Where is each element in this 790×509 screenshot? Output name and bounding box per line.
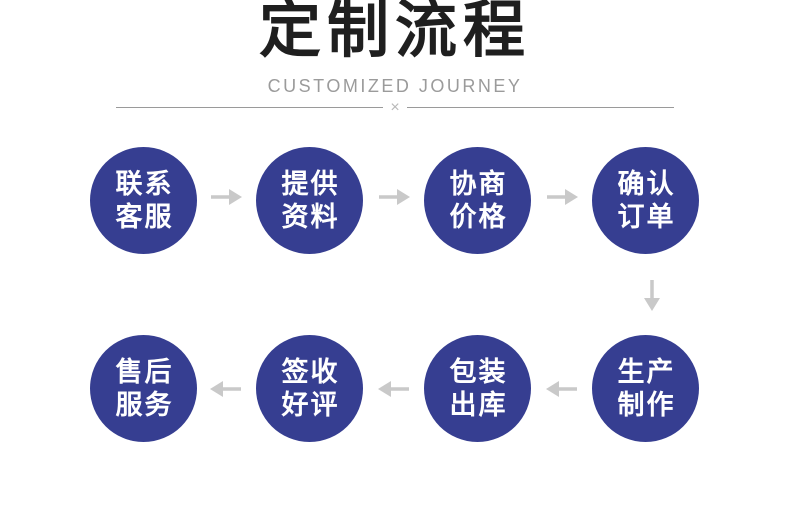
step-circle-packaging-shipment: 包装 出库	[424, 335, 531, 442]
step-circle-production: 生产 制作	[592, 335, 699, 442]
step-circle-confirm-order: 确认 订单	[592, 147, 699, 254]
step-label: 联系 客服	[114, 168, 174, 234]
title-divider: ×	[116, 99, 674, 116]
step-label-line2: 资料	[281, 201, 340, 232]
arrow-left-icon	[210, 381, 241, 397]
step-label-line2: 好评	[281, 389, 340, 420]
step-label: 生产 制作	[616, 356, 676, 422]
arrow-left-icon	[378, 381, 409, 397]
step-label-line2: 服务	[115, 389, 174, 420]
step-circle-provide-materials: 提供 资料	[256, 147, 363, 254]
step-label: 确认 订单	[616, 168, 676, 234]
step-label: 包装 出库	[448, 356, 508, 422]
step-label-line1: 签收	[281, 356, 340, 387]
step-label-line2: 客服	[115, 201, 174, 232]
step-label-line2: 制作	[617, 389, 676, 420]
step-label-line2: 价格	[449, 201, 508, 232]
step-label: 签收 好评	[280, 356, 340, 422]
step-label-line2: 订单	[617, 201, 676, 232]
step-label: 售后 服务	[114, 356, 174, 422]
divider-x-icon: ×	[390, 98, 400, 116]
step-label-line1: 联系	[115, 168, 174, 199]
arrow-left-icon	[546, 381, 577, 397]
step-label-line1: 协商	[449, 168, 508, 199]
step-label: 提供 资料	[280, 168, 340, 234]
page-subtitle: CUSTOMIZED JOURNEY	[267, 76, 523, 96]
step-label-line1: 售后	[115, 356, 174, 387]
step-label-line2: 出库	[449, 389, 508, 420]
step-label-line1: 包装	[449, 356, 508, 387]
divider-line-left	[116, 107, 384, 108]
step-circle-after-sales-service: 售后 服务	[90, 335, 197, 442]
step-label-line1: 确认	[617, 168, 676, 199]
step-label-line1: 生产	[617, 356, 676, 387]
page-title: 定制流程	[258, 0, 531, 65]
arrow-right-icon	[379, 189, 410, 205]
step-circle-contact-support: 联系 客服	[90, 147, 197, 254]
step-label-line1: 提供	[281, 168, 340, 199]
divider-line-right	[406, 107, 674, 108]
arrow-right-icon	[547, 189, 578, 205]
step-label: 协商 价格	[448, 168, 508, 234]
step-circle-negotiate-price: 协商 价格	[424, 147, 531, 254]
arrow-down-icon	[644, 280, 660, 311]
arrow-right-icon	[211, 189, 242, 205]
step-circle-sign-review: 签收 好评	[256, 335, 363, 442]
